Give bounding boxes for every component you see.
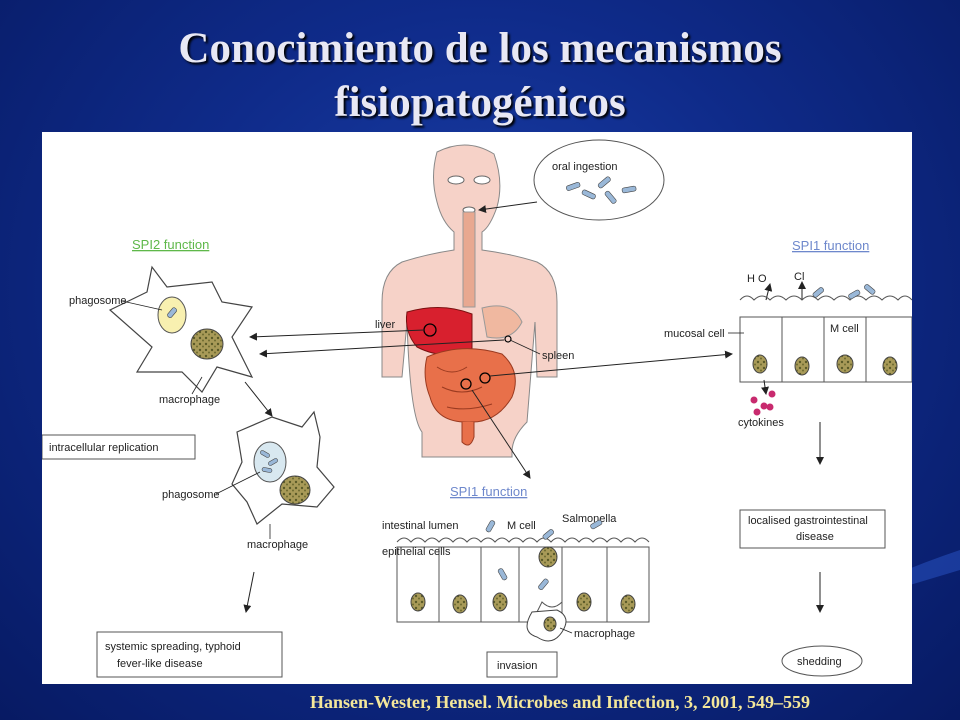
cytokine-dots xyxy=(750,390,776,416)
shedding-ellipse xyxy=(781,645,863,677)
mucosal-cell-label: mucosal cell xyxy=(664,328,725,340)
systemic-spreading-box xyxy=(96,631,283,678)
localised-disease-box xyxy=(739,509,886,549)
human-body xyxy=(381,144,558,458)
esophagus xyxy=(462,211,476,308)
macrophage-top-label: macrophage xyxy=(159,394,220,406)
localised-line-2: disease xyxy=(796,531,834,543)
macrophage-bottom xyxy=(231,410,335,525)
bottom-epithelium xyxy=(396,519,650,642)
epithelial-cells-label: epithelial cells xyxy=(382,546,451,558)
eye-right xyxy=(473,175,491,185)
slide-title: Conocimiento de los mecanismos fisiopato… xyxy=(0,22,960,130)
pathogenesis-diagram: oral ingestion SPI2 function phagosome m… xyxy=(42,139,912,678)
liver-label: liver xyxy=(375,319,396,331)
spi1-function-bottom-label: SPI1 function xyxy=(450,484,527,499)
shedding-label: shedding xyxy=(797,656,842,668)
localised-line-1: localised gastrointestinal xyxy=(748,515,868,527)
spi2-function-label: SPI2 function xyxy=(132,237,209,252)
spi1-function-right-label: SPI1 function xyxy=(792,238,869,253)
macrophage-top xyxy=(108,265,254,393)
intracellular-replication-box xyxy=(42,434,196,460)
intestinal-lumen-label: intestinal lumen xyxy=(382,520,458,532)
invasion-box xyxy=(486,651,558,678)
salmonella-label: Salmonella xyxy=(562,513,617,525)
stomach xyxy=(481,305,523,339)
rectum xyxy=(461,422,475,446)
intracellular-replication-label: intracellular replication xyxy=(49,442,158,454)
title-line-1: Conocimiento de los mecanismos xyxy=(178,25,782,72)
diagram-panel: oral ingestion SPI2 function phagosome m… xyxy=(42,132,912,684)
m-cell-right-label: M cell xyxy=(830,323,859,335)
macrophage-bottom-label: macrophage xyxy=(247,539,308,551)
title-line-2: fisiopatogénicos xyxy=(334,79,626,126)
intestine-loops xyxy=(436,366,493,410)
cytokines-label: cytokines xyxy=(738,417,784,429)
systemic-line-1: systemic spreading, typhoid xyxy=(105,641,241,653)
oral-ingestion-label: oral ingestion xyxy=(552,161,617,173)
invasion-label: invasion xyxy=(497,660,537,672)
m-cell-bottom-label: M cell xyxy=(507,520,536,532)
phagosome-top-label: phagosome xyxy=(69,295,127,307)
eye-left xyxy=(447,175,465,185)
macrophage-invasion-label: macrophage xyxy=(574,628,635,640)
h2o-label: H O xyxy=(747,273,767,285)
right-epithelium xyxy=(739,284,912,383)
phagosome-bottom-label: phagosome xyxy=(162,489,220,501)
systemic-line-2: fever-like disease xyxy=(117,658,203,670)
cl-label: Cl xyxy=(794,271,804,283)
oral-ingestion-bubble: oral ingestion xyxy=(478,139,665,221)
citation: Hansen-Wester, Hensel. Microbes and Infe… xyxy=(310,692,810,712)
spleen-label: spleen xyxy=(542,350,574,362)
